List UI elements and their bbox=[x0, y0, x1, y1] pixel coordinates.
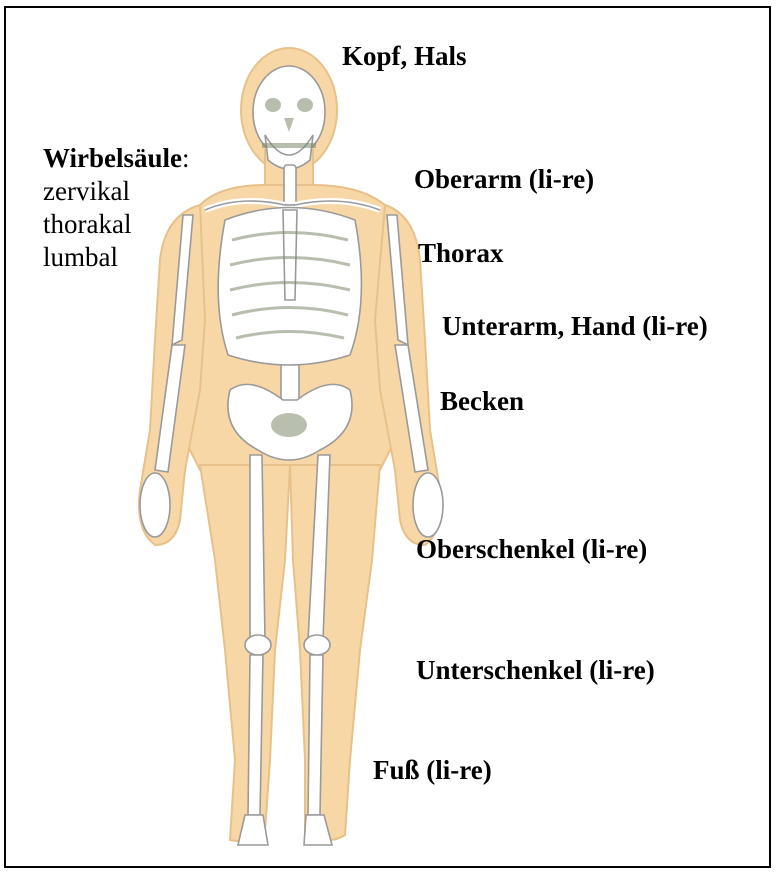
label-foot: Fuß (li-re) bbox=[373, 757, 492, 784]
hand-left bbox=[140, 473, 170, 537]
tibia-right bbox=[308, 655, 323, 815]
label-thigh: Oberschenkel (li-re) bbox=[416, 536, 647, 563]
knee-right bbox=[304, 635, 330, 655]
sternum bbox=[283, 210, 297, 300]
label-thorax: Thorax bbox=[418, 240, 504, 267]
cervical-spine bbox=[284, 165, 296, 205]
femur-left bbox=[250, 455, 265, 640]
label-pelvis: Becken bbox=[440, 388, 524, 415]
label-spine-cervical: zervikal bbox=[43, 175, 190, 208]
label-head: Kopf, Hals bbox=[342, 43, 467, 70]
label-upper-arm: Oberarm (li-re) bbox=[414, 166, 594, 193]
label-spine-thoracic: thorakal bbox=[43, 208, 190, 241]
hand-right bbox=[413, 473, 443, 537]
label-lower-leg: Unterschenkel (li-re) bbox=[416, 657, 655, 684]
label-forearm: Unterarm, Hand (li-re) bbox=[442, 313, 708, 340]
label-spine-title: Wirbelsäule: bbox=[43, 142, 190, 175]
knee-left bbox=[245, 635, 271, 655]
label-spine: Wirbelsäule bbox=[43, 143, 182, 173]
label-spine-colon: : bbox=[182, 143, 190, 173]
spine-label-group: Wirbelsäule: zervikal thorakal lumbal bbox=[43, 142, 190, 274]
tibia-left bbox=[248, 655, 263, 815]
label-spine-lumbar: lumbal bbox=[43, 241, 190, 274]
